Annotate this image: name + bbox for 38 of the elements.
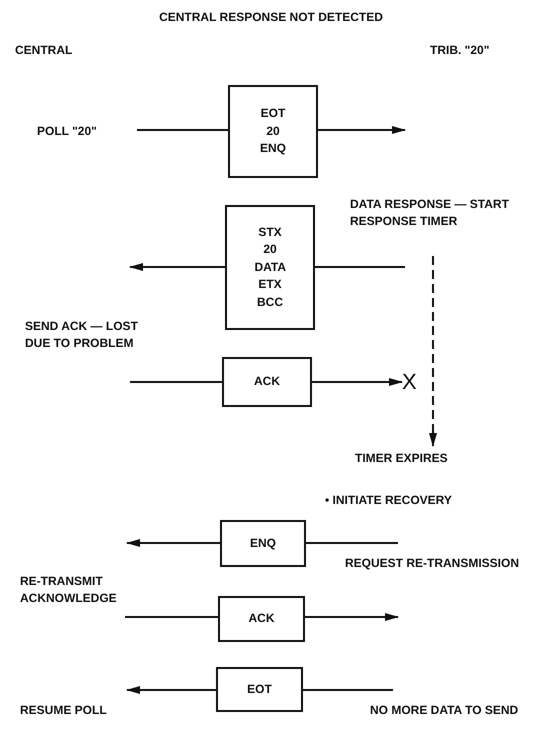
arrow	[305, 613, 399, 621]
message-caption: POLL "20"	[37, 123, 97, 140]
arrow	[126, 539, 220, 547]
column-heading: CENTRAL	[15, 42, 72, 59]
column-heading: TRIB. "20"	[430, 42, 490, 59]
arrow	[312, 378, 403, 386]
note-text: • INITIATE RECOVERY	[325, 492, 452, 509]
message-box	[228, 85, 318, 178]
message-box	[220, 520, 306, 567]
message-caption: REQUEST RE-TRANSMISSION	[345, 555, 520, 572]
message-code: EOT 20 ENQ	[260, 105, 286, 158]
message-box	[222, 357, 312, 407]
message-code: ACK	[248, 610, 274, 628]
connector-line	[130, 381, 222, 383]
connector-line	[315, 266, 405, 268]
lost-message-mark: X	[402, 370, 420, 394]
arrow	[318, 126, 406, 134]
connector-line	[137, 129, 228, 131]
connector-line	[306, 542, 398, 544]
message-box	[218, 596, 305, 642]
connector-line	[125, 616, 218, 618]
arrow	[126, 686, 216, 694]
message-caption: SEND ACK — LOST DUE TO PROBLEM	[25, 318, 139, 352]
message-code: EOT	[247, 680, 272, 698]
message-code: ENQ	[250, 534, 276, 552]
message-caption: RE-TRANSMIT ACKNOWLEDGE	[20, 573, 118, 608]
diagram-title: CENTRAL RESPONSE NOT DETECTED	[158, 10, 384, 24]
message-caption: NO MORE DATA TO SEND	[370, 702, 518, 719]
arrow	[429, 256, 437, 447]
message-code: ACK	[254, 373, 280, 390]
annotation-text: TIMER EXPIRES	[355, 450, 485, 468]
annotation-text: DATA RESPONSE — START RESPONSE TIMER	[350, 196, 535, 231]
connector-line	[303, 689, 393, 691]
message-caption: RESUME POLL	[20, 702, 107, 719]
message-box	[216, 667, 303, 712]
arrow	[129, 263, 225, 271]
message-code: STX 20 DATA ETX BCC	[254, 224, 286, 311]
message-box	[225, 205, 315, 330]
